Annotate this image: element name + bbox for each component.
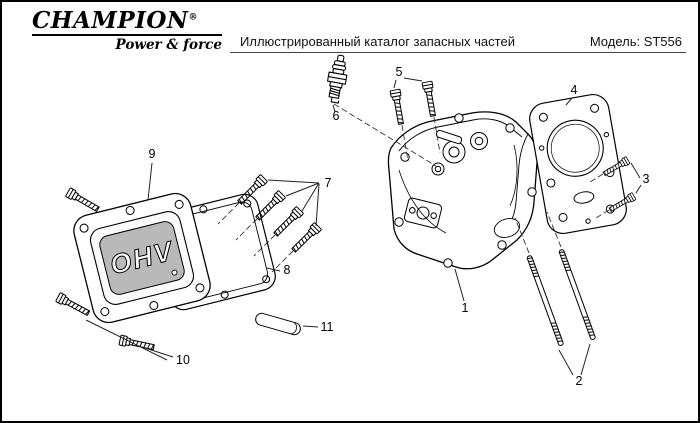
part-label-9: 9 bbox=[149, 147, 156, 161]
brand-tagline: Power & force bbox=[115, 37, 222, 54]
part-bolt-7a bbox=[235, 173, 269, 207]
part-bolt-5a bbox=[389, 88, 407, 126]
part-dowel-pin bbox=[255, 312, 301, 336]
part-label-10: 10 bbox=[176, 353, 190, 367]
part-label-1: 1 bbox=[462, 301, 469, 315]
part-bolt-5b bbox=[421, 80, 439, 118]
part-label-7: 7 bbox=[325, 176, 332, 190]
part-label-5: 5 bbox=[396, 65, 403, 79]
brand-name: CHAMPION® bbox=[32, 7, 222, 37]
part-bolt-7d bbox=[289, 221, 323, 255]
part-label-3: 3 bbox=[643, 172, 650, 186]
leader-lines bbox=[85, 77, 642, 376]
part-bolt-cover-tl bbox=[65, 187, 101, 215]
part-bolt-10a bbox=[55, 292, 92, 319]
part-label-4: 4 bbox=[571, 83, 578, 97]
part-label-8: 8 bbox=[284, 263, 291, 277]
brand-text: CHAMPION bbox=[32, 7, 189, 34]
part-label-11: 11 bbox=[321, 320, 334, 334]
part-stud-a bbox=[526, 254, 565, 347]
assembly-axis-lines bbox=[217, 103, 610, 273]
part-label-2: 2 bbox=[576, 374, 583, 388]
registered-mark: ® bbox=[188, 12, 198, 23]
model-label: Модель: ST556 bbox=[589, 34, 682, 49]
part-studs bbox=[526, 248, 597, 347]
part-head-gasket bbox=[529, 93, 627, 235]
part-label-6: 6 bbox=[333, 109, 340, 123]
part-cylinder-head bbox=[387, 111, 538, 270]
part-bolts-7 bbox=[235, 173, 323, 255]
champion-logo: CHAMPION® Power & force bbox=[32, 7, 222, 54]
header-rule bbox=[230, 52, 686, 53]
part-spark-plug bbox=[327, 54, 348, 104]
page-title: Иллюстрированный каталог запасных частей bbox=[240, 34, 515, 49]
part-stud-b bbox=[558, 248, 597, 341]
part-bolt-7c bbox=[271, 205, 305, 239]
part-number-labels: 1 2 3 4 5 6 7 8 9 10 11 bbox=[149, 65, 650, 388]
part-valve-cover: OHV bbox=[73, 192, 211, 324]
